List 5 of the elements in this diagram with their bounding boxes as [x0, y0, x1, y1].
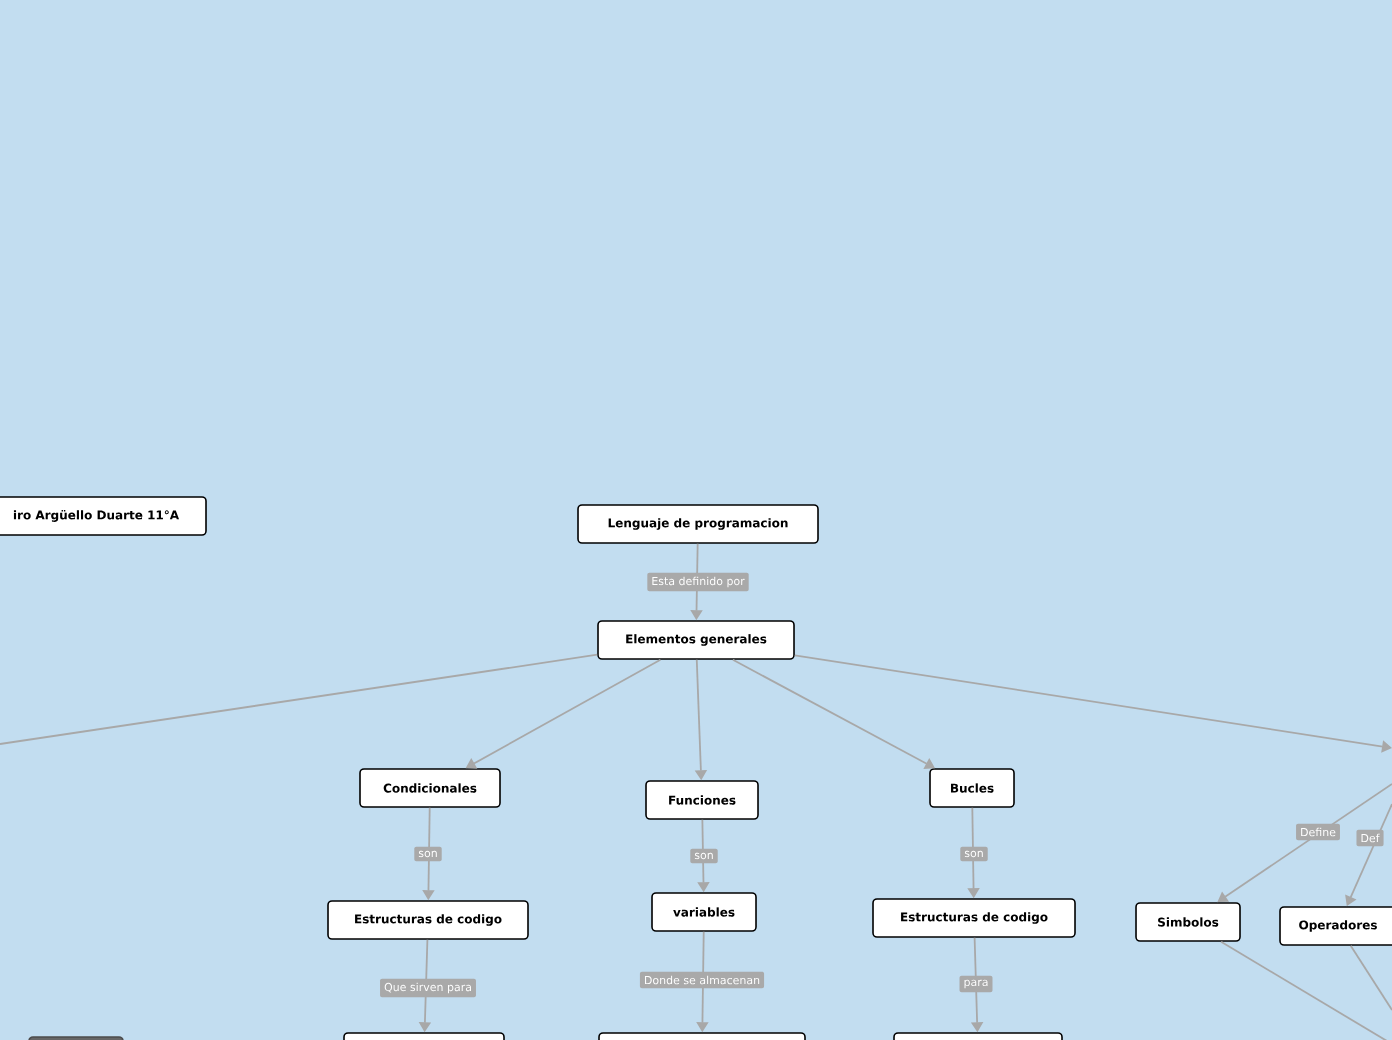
arrow	[1217, 783, 1392, 903]
arrow	[793, 654, 1392, 753]
empty-box	[893, 1032, 1063, 1040]
empty-box	[598, 1032, 806, 1040]
empty-box	[343, 1032, 505, 1040]
